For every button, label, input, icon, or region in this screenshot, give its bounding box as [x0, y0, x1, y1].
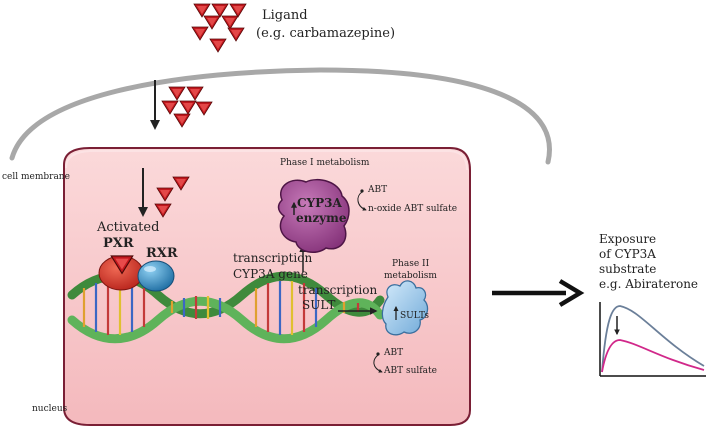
- ligand-cluster-membrane: [161, 86, 213, 128]
- sults-label: SULTs: [400, 311, 429, 321]
- transcription-sult-line2: SULT: [302, 298, 336, 312]
- transcription-sult-line1: transcription: [298, 283, 378, 297]
- phase2-product: ABT sulfate: [384, 366, 437, 376]
- curve-control: [601, 305, 705, 373]
- activated-label: Activated: [97, 220, 160, 235]
- exposure-line4: e.g. Abiraterone: [599, 277, 699, 291]
- pxr-rxr-complex: [98, 255, 175, 292]
- phase2-title-line2: metabolism: [384, 271, 437, 281]
- exposure-pk-chart: [599, 302, 706, 377]
- phase1-title: Phase I metabolism: [280, 158, 370, 168]
- curve-induced: [601, 339, 705, 373]
- transcription-cyp3a-line1: transcription: [233, 251, 313, 265]
- cyp3a-enzyme-shape: [277, 178, 350, 254]
- exposure-line3: substrate: [599, 262, 657, 276]
- rxr-label: RXR: [146, 246, 178, 261]
- arrow-abt-sulfate: [373, 354, 383, 373]
- ligand-cluster-top: [191, 3, 247, 53]
- nucleus-label: nucleus: [32, 404, 68, 414]
- ligand-title: Ligand: [262, 8, 308, 23]
- phase2-abt: ABT: [384, 348, 404, 358]
- cell-membrane: [9, 67, 552, 165]
- exposure-line2: of CYP3A: [599, 247, 656, 261]
- membrane-label: cell membrane: [2, 172, 70, 182]
- transcription-cyp3a-line2: CYP3A gene: [233, 267, 308, 281]
- arrow-abt-noxide: [357, 191, 367, 211]
- sults-enzyme-shape: [381, 280, 429, 336]
- pxr-label: PXR: [103, 236, 134, 251]
- cyp3a-label-line1: CYP3A: [297, 196, 342, 210]
- cyp3a-label-line2: enzyme: [296, 211, 347, 225]
- exposure-line1: Exposure: [599, 232, 657, 246]
- ligand-example: (e.g. carbamazepine): [256, 26, 396, 41]
- phase1-abt: ABT: [368, 185, 388, 195]
- phase1-product: n-oxide ABT sulfate: [368, 204, 458, 214]
- phase2-title-line1: Phase II: [392, 259, 430, 269]
- rxr-receptor: [137, 260, 175, 292]
